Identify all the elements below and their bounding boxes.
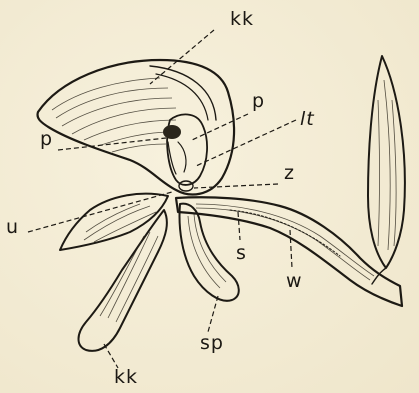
leader-lt <box>196 120 296 166</box>
bract <box>368 56 405 284</box>
dorsal-sepal <box>38 60 235 194</box>
label-lt: lt <box>300 110 315 129</box>
leader-w <box>290 230 292 268</box>
lower-petal <box>79 210 167 351</box>
lateral-sepal <box>60 194 168 250</box>
leader-kk-top <box>150 30 214 84</box>
stigma <box>179 181 193 191</box>
leader-u <box>28 192 172 232</box>
pollinium <box>163 125 181 139</box>
label-kk-top: kk <box>230 10 254 29</box>
leader-s <box>238 212 240 240</box>
leader-kk-bottom <box>104 344 118 368</box>
leader-lines <box>28 30 296 368</box>
label-p-left: p <box>40 130 53 149</box>
label-s: s <box>236 244 247 263</box>
label-p-upper: p <box>252 92 265 111</box>
label-kk-bottom: kk <box>114 368 138 387</box>
label-sp: sp <box>200 334 224 353</box>
label-u: u <box>6 218 19 237</box>
column <box>163 114 207 191</box>
label-w: w <box>286 272 303 291</box>
leader-z <box>194 184 278 188</box>
label-z: z <box>284 164 295 183</box>
leader-sp <box>208 296 218 332</box>
leader-p-upper <box>192 114 248 140</box>
